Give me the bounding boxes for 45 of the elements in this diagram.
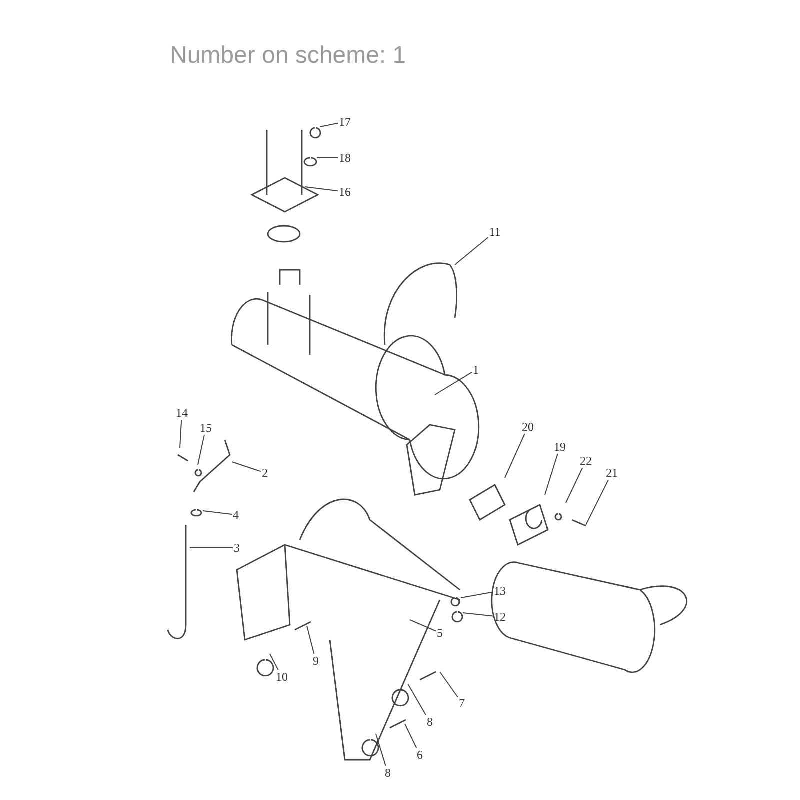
leader-line [376, 734, 386, 766]
leader-line [404, 724, 418, 748]
callout-number: 8 [384, 766, 392, 780]
callout-number: 21 [605, 466, 619, 480]
callout-number: 16 [338, 185, 352, 199]
callout-number: 3 [233, 541, 241, 555]
callout-number: 20 [521, 420, 535, 434]
callout-number: 10 [275, 670, 289, 684]
leader-line [408, 684, 426, 716]
leader-line [566, 468, 584, 504]
callout-number: 2 [261, 466, 269, 480]
callout-number: 8 [426, 715, 434, 729]
callout-number: 15 [199, 421, 213, 435]
callout-number: 19 [553, 440, 567, 454]
callout-number: 17 [338, 115, 352, 129]
leader-line [202, 510, 232, 516]
callout-number: 12 [493, 610, 507, 624]
diagram-title: Number on scheme: 1 [170, 42, 406, 70]
leader-line [454, 237, 489, 266]
leader-line [198, 434, 205, 466]
leader-line [544, 454, 558, 496]
callout-number: 6 [416, 748, 424, 762]
leader-line [586, 480, 609, 526]
leader-line [180, 420, 182, 448]
leader-line [232, 462, 262, 472]
leader-line [440, 672, 458, 698]
callout-number: 18 [338, 151, 352, 165]
callout-number: 1 [472, 363, 480, 377]
callout-number: 7 [458, 696, 466, 710]
callout-number: 4 [232, 508, 240, 522]
leader-line [504, 434, 526, 478]
callout-number: 14 [175, 406, 189, 420]
callout-number: 5 [436, 626, 444, 640]
leader-line [270, 654, 279, 670]
callout-number: 11 [488, 225, 502, 239]
leader-line [462, 612, 494, 617]
leader-line [304, 186, 338, 192]
leader-line [306, 626, 315, 654]
leader-line [320, 122, 338, 128]
callout-number: 9 [312, 654, 320, 668]
leader-line [460, 592, 494, 598]
callout-number: 22 [579, 454, 593, 468]
leader-line [410, 620, 436, 632]
callout-number: 13 [493, 584, 507, 598]
leader-line [434, 372, 472, 396]
